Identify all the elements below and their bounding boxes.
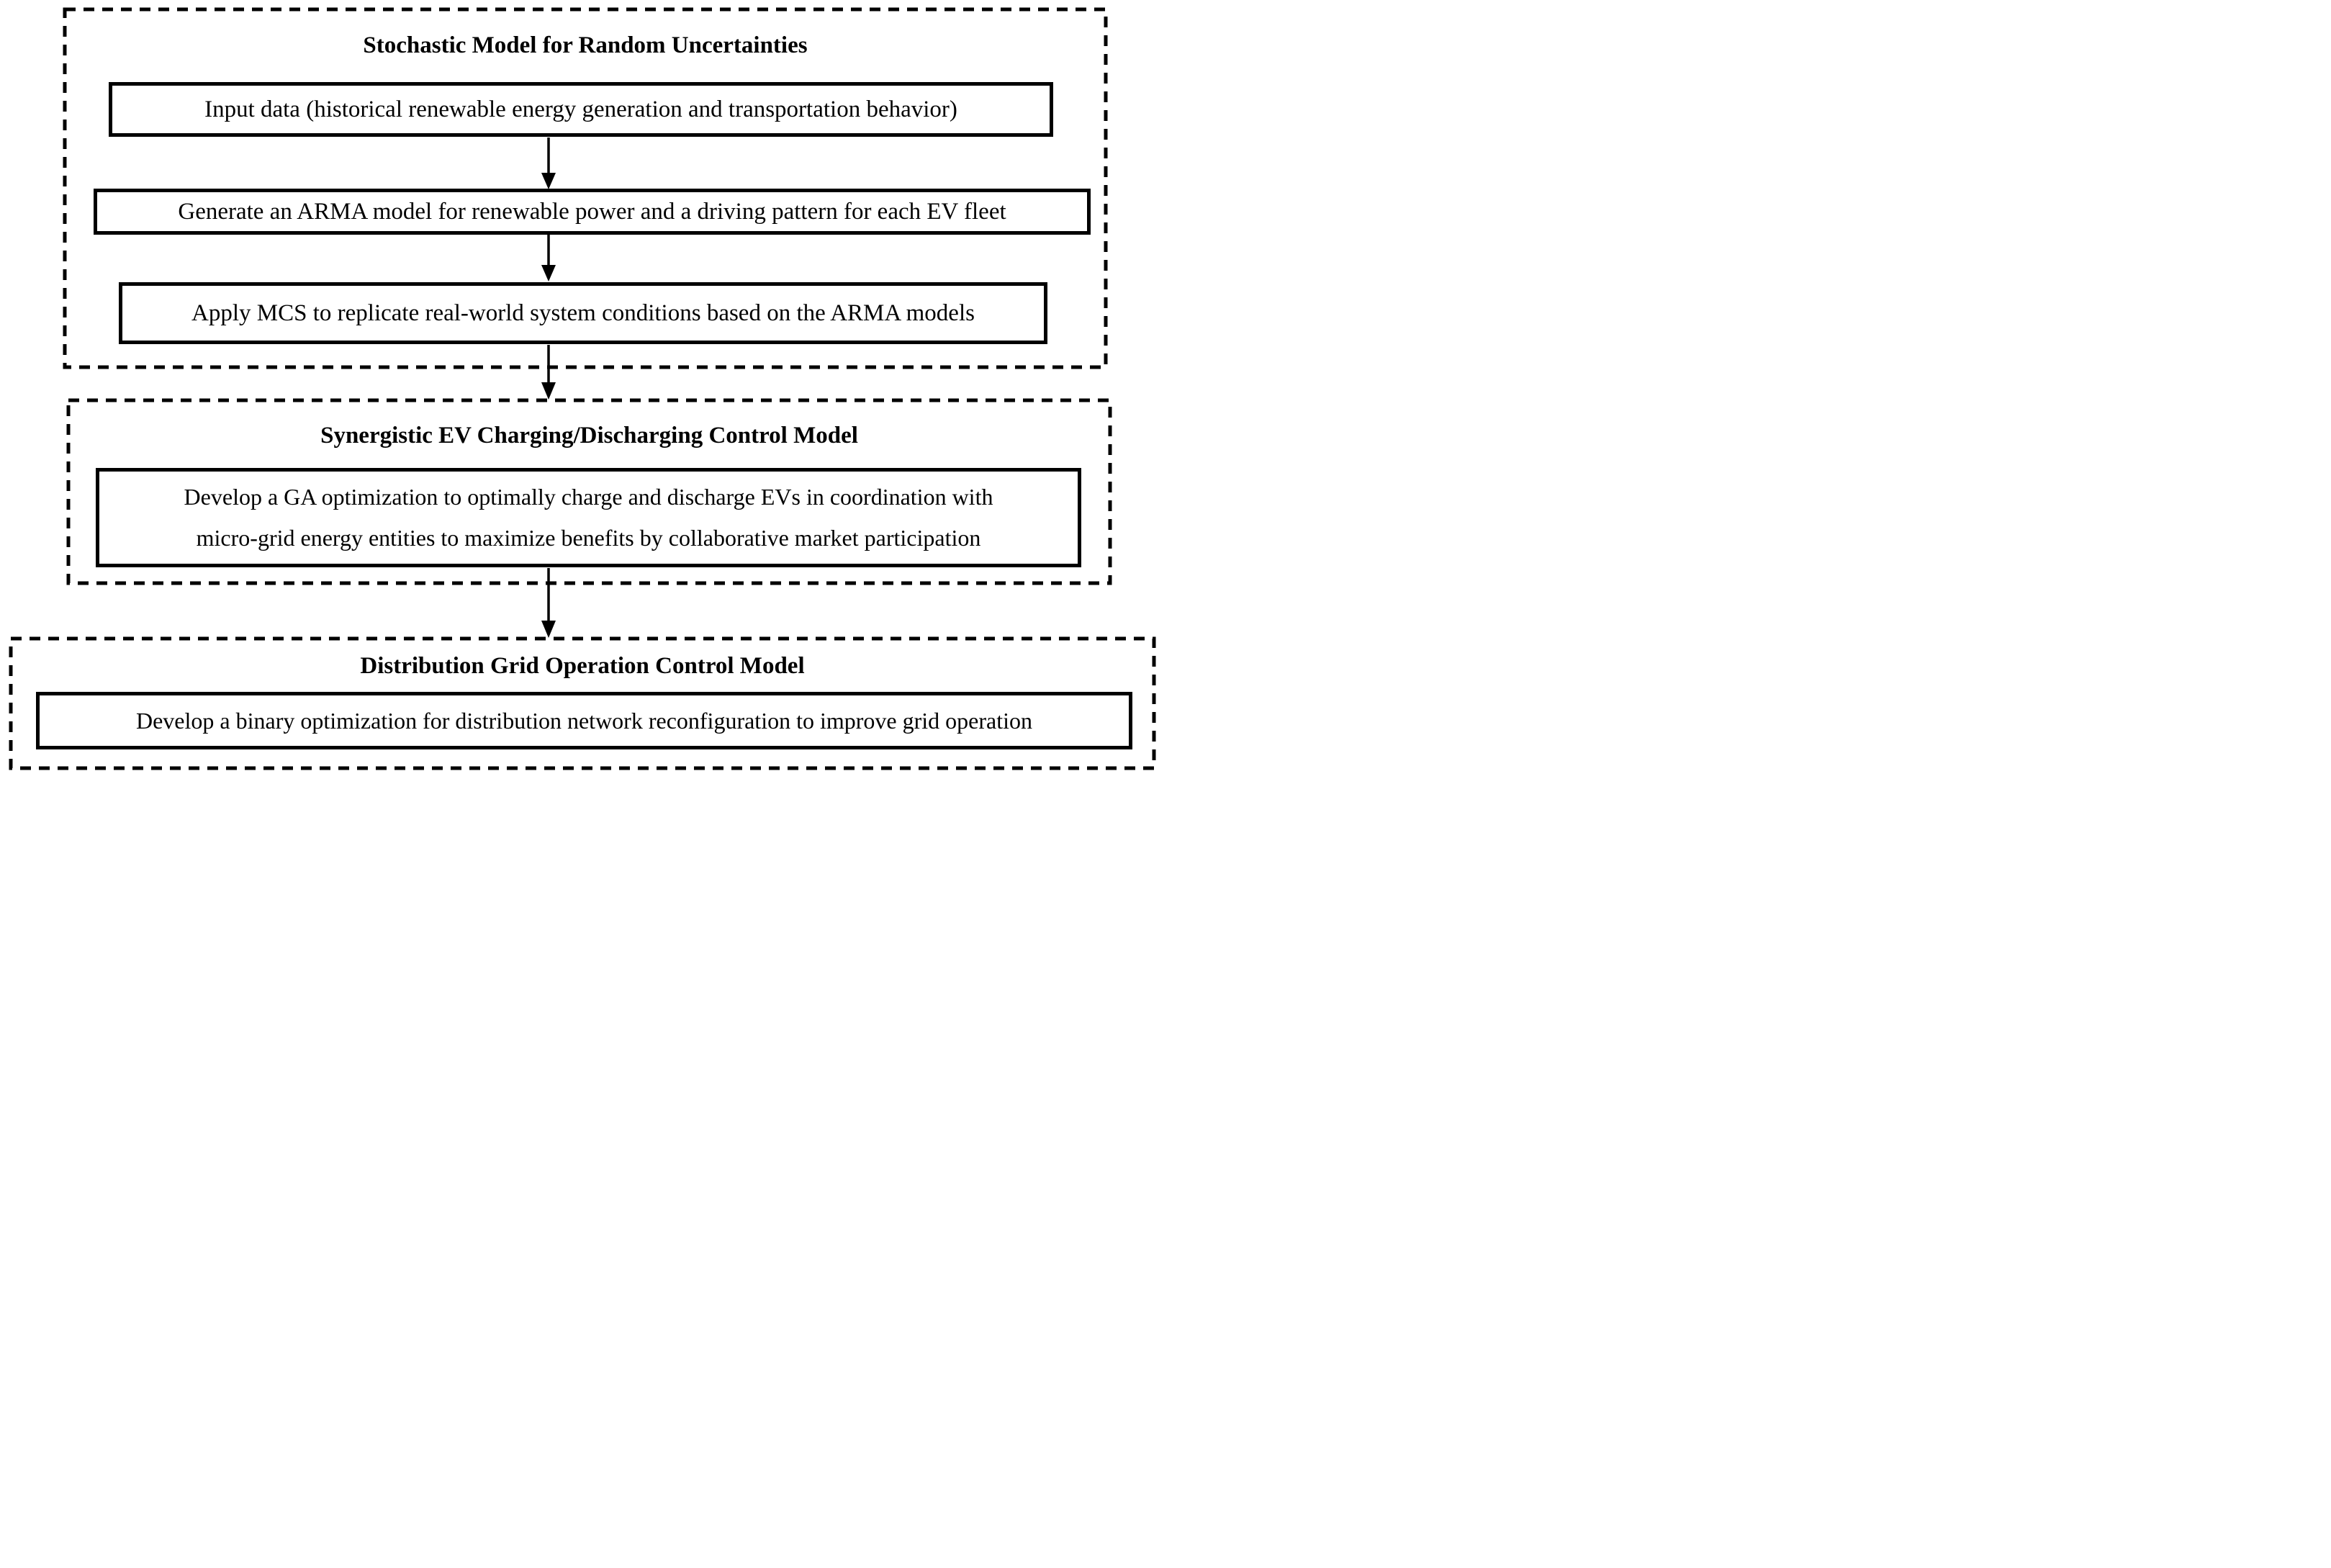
box-generate-arma-model: Generate an ARMA model for renewable pow… bbox=[94, 189, 1091, 235]
box-ga-optimization-line-1: Develop a GA optimization to optimally c… bbox=[184, 484, 993, 510]
box-apply-mcs-label: Apply MCS to replicate real-world system… bbox=[191, 300, 975, 326]
arrow-down-icon bbox=[541, 568, 556, 638]
arrow-down-icon bbox=[541, 345, 556, 400]
section-ev-control-model-border bbox=[66, 398, 1112, 585]
section-2-title: Synergistic EV Charging/Discharging Cont… bbox=[320, 423, 858, 449]
box-input-data-label: Input data (historical renewable energy … bbox=[204, 96, 957, 122]
section-3-title: Distribution Grid Operation Control Mode… bbox=[360, 653, 805, 679]
box-apply-mcs: Apply MCS to replicate real-world system… bbox=[119, 282, 1047, 344]
arrow-down-icon bbox=[541, 235, 556, 281]
section-1-title: Stochastic Model for Random Uncertaintie… bbox=[363, 32, 808, 58]
section-stochastic-model-border bbox=[63, 7, 1108, 369]
box-binary-optimization-label: Develop a binary optimization for distri… bbox=[135, 708, 1032, 734]
arrow-down-icon bbox=[541, 138, 556, 189]
box-ga-optimization-line-2: micro-grid energy entities to maximize b… bbox=[196, 525, 981, 551]
box-generate-arma-model-label: Generate an ARMA model for renewable pow… bbox=[178, 199, 1006, 225]
section-grid-operation-model-border bbox=[9, 636, 1156, 770]
box-input-data: Input data (historical renewable energy … bbox=[109, 82, 1053, 137]
box-ga-optimization: Develop a GA optimization to optimally c… bbox=[96, 468, 1081, 567]
flowchart-canvas: Stochastic Model for Random Uncertaintie… bbox=[0, 0, 1166, 784]
box-binary-optimization: Develop a binary optimization for distri… bbox=[36, 692, 1132, 749]
connector-layer bbox=[9, 7, 1156, 770]
